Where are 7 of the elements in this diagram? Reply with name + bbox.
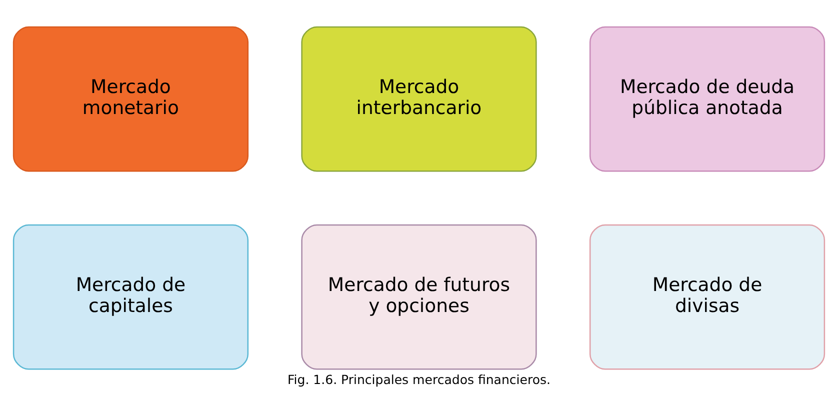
node-box: Mercado de divisas — [589, 224, 826, 370]
node-box: Mercado interbancario — [301, 26, 537, 172]
caption: Fig. 1.6. Principales mercados financieros. — [288, 372, 550, 387]
node-box: Mercado monetario — [12, 26, 249, 172]
node-box: Mercado de deuda pública anotada — [589, 26, 826, 172]
node-box: Mercado de capitales — [12, 224, 249, 370]
node-box: Mercado de futuros y opciones — [301, 224, 537, 370]
